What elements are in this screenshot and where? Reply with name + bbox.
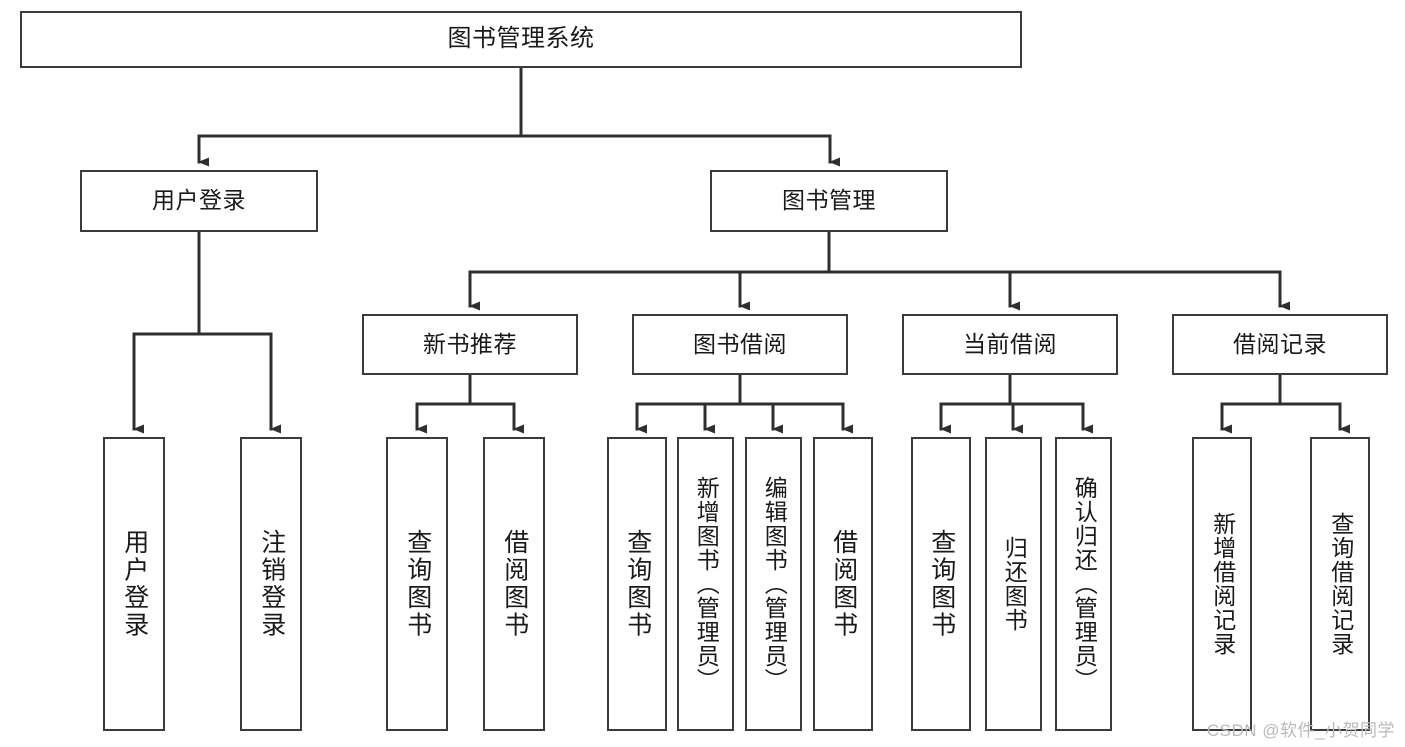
node-leaf-add-book-admin[interactable]: 新增图书（管理员）	[677, 437, 734, 731]
node-user-login-label: 用户登录	[152, 187, 246, 214]
node-leaf-query-borrow-record[interactable]: 查询借阅记录	[1310, 437, 1370, 731]
node-new-book-recommend[interactable]: 新书推荐	[362, 314, 578, 375]
node-borrow-records-label: 借阅记录	[1233, 330, 1327, 357]
node-leaf-query-book-current-label: 查询图书	[927, 529, 956, 639]
node-leaf-return-book[interactable]: 归还图书	[985, 437, 1042, 731]
node-new-book-recommend-label: 新书推荐	[423, 330, 517, 357]
node-leaf-add-book-admin-label: 新增图书（管理员）	[693, 476, 720, 692]
node-leaf-query-borrow-record-label: 查询借阅记录	[1327, 512, 1354, 656]
node-leaf-edit-book-admin[interactable]: 编辑图书（管理员）	[745, 437, 802, 731]
node-leaf-confirm-return-admin[interactable]: 确认归还（管理员）	[1055, 437, 1112, 731]
node-leaf-lend-book-label: 借阅图书	[829, 529, 858, 639]
node-leaf-user-login[interactable]: 用户登录	[103, 437, 165, 731]
node-user-login[interactable]: 用户登录	[80, 170, 318, 232]
node-leaf-return-book-label: 归还图书	[1001, 536, 1028, 632]
node-borrow-records[interactable]: 借阅记录	[1172, 314, 1388, 375]
node-leaf-query-book-recommend[interactable]: 查询图书	[386, 437, 448, 731]
node-root-system[interactable]: 图书管理系统	[20, 11, 1022, 68]
node-book-management-label: 图书管理	[782, 187, 876, 214]
node-leaf-add-borrow-record-label: 新增借阅记录	[1209, 512, 1236, 656]
node-leaf-confirm-return-admin-label: 确认归还（管理员）	[1071, 476, 1098, 692]
node-leaf-query-book-borrow[interactable]: 查询图书	[607, 437, 667, 731]
node-leaf-edit-book-admin-label: 编辑图书（管理员）	[761, 476, 788, 692]
node-leaf-query-book-recommend-label: 查询图书	[403, 529, 432, 639]
node-leaf-logout[interactable]: 注销登录	[240, 437, 302, 731]
node-book-borrow-label: 图书借阅	[693, 330, 787, 357]
node-leaf-query-book-current[interactable]: 查询图书	[911, 437, 971, 731]
node-leaf-borrow-book-recommend-label: 借阅图书	[500, 529, 529, 639]
node-leaf-add-borrow-record[interactable]: 新增借阅记录	[1192, 437, 1252, 731]
node-book-borrow[interactable]: 图书借阅	[632, 314, 848, 375]
node-leaf-user-login-label: 用户登录	[120, 529, 149, 639]
node-leaf-borrow-book-recommend[interactable]: 借阅图书	[483, 437, 545, 731]
node-current-borrow[interactable]: 当前借阅	[902, 314, 1118, 375]
node-root-system-label: 图书管理系统	[447, 25, 595, 53]
node-current-borrow-label: 当前借阅	[963, 330, 1057, 357]
node-leaf-query-book-borrow-label: 查询图书	[623, 529, 652, 639]
node-book-management[interactable]: 图书管理	[710, 170, 948, 232]
node-leaf-logout-label: 注销登录	[257, 529, 286, 639]
node-leaf-lend-book[interactable]: 借阅图书	[813, 437, 873, 731]
